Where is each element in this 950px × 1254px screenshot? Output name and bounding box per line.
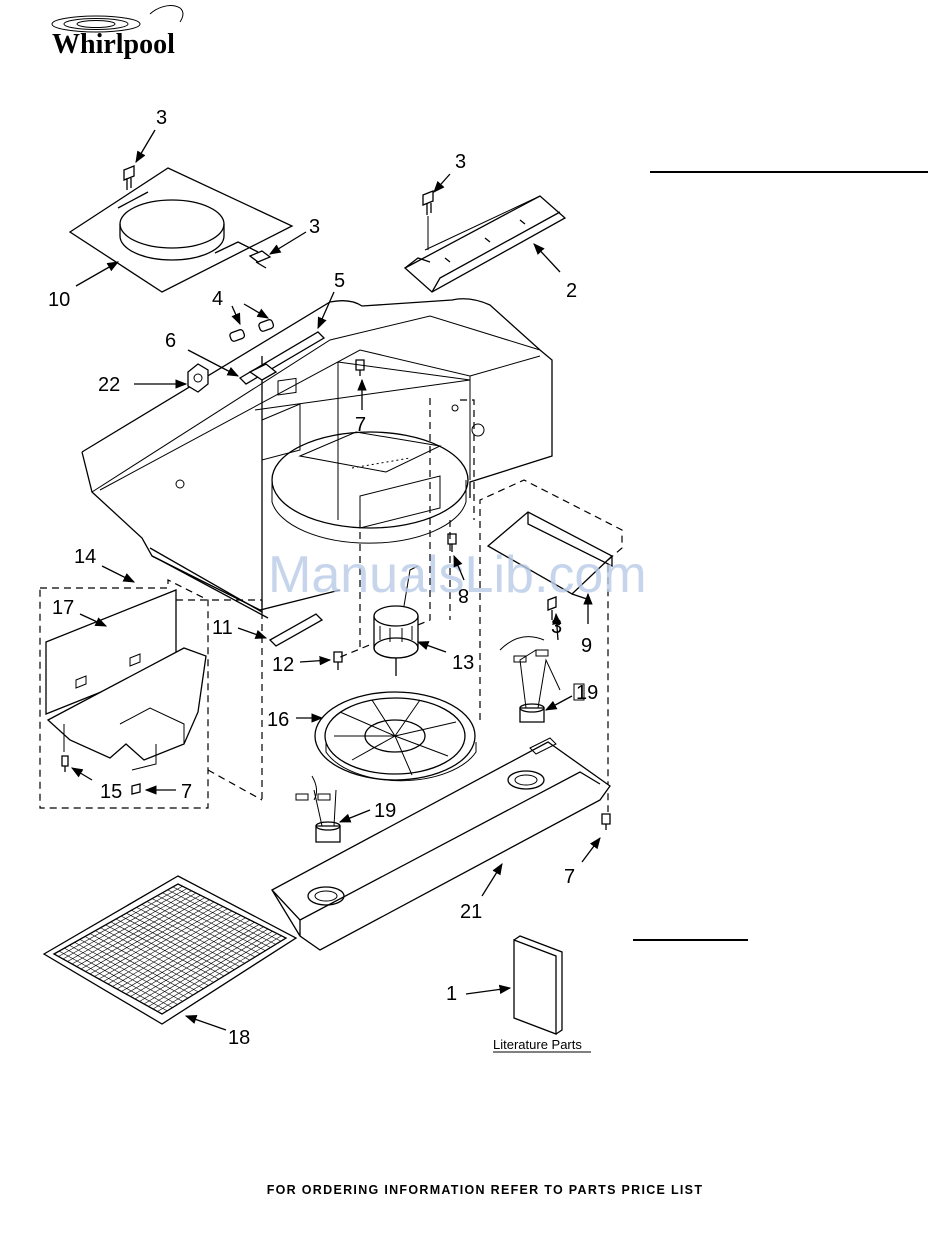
- callout-7: 7: [355, 414, 366, 436]
- callout-8: 8: [458, 584, 469, 606]
- part-19-light-socket: [296, 776, 340, 842]
- part-1-literature-booklet: [514, 936, 562, 1034]
- screw-icon: [334, 652, 342, 670]
- callout-7: 7: [181, 781, 192, 803]
- screw-icon: [356, 360, 364, 376]
- callout-17: 17: [52, 597, 74, 619]
- callout-3: 3: [551, 616, 562, 638]
- callout-19: 19: [576, 682, 598, 704]
- callout-11: 11: [212, 617, 233, 639]
- callout-1: 1: [446, 983, 457, 1005]
- part-10-top-plate: [70, 168, 292, 292]
- callout-18: 18: [228, 1027, 250, 1049]
- screw-icon: [132, 784, 140, 794]
- callout-16: 16: [267, 709, 289, 731]
- screw-icon: [124, 166, 134, 190]
- screw-icon: [250, 251, 270, 268]
- callout-2: 2: [566, 280, 577, 302]
- logo-wordmark: Whirlpool: [52, 29, 175, 60]
- callout-12: 12: [272, 654, 294, 676]
- callout-3: 3: [309, 216, 320, 238]
- callout-5: 5: [334, 270, 345, 292]
- part-22-grommet: [188, 364, 208, 392]
- part-19-light-socket: [500, 637, 584, 722]
- callout-13: 13: [452, 652, 474, 674]
- callout-22: 22: [98, 374, 120, 396]
- literature-parts-label: Literature Parts: [493, 1037, 582, 1052]
- part-18-grease-filter: [44, 876, 296, 1024]
- callout-10: 10: [48, 289, 70, 311]
- callout-15: 15: [100, 781, 122, 803]
- callout-3: 3: [156, 107, 167, 129]
- part-16-blower-wheel: [315, 692, 476, 781]
- callout-14: 14: [74, 546, 96, 568]
- part-11-trim-bracket: [270, 614, 322, 646]
- part-2-bracket: [405, 196, 565, 292]
- callout-21: 21: [460, 901, 482, 923]
- part-4-clip: [229, 319, 274, 342]
- callout-19: 19: [374, 800, 396, 822]
- screw-icon: [602, 814, 610, 830]
- watermark-text: ManualsLib.com: [268, 546, 647, 604]
- callout-7: 7: [564, 866, 575, 888]
- callout-6: 6: [165, 330, 176, 352]
- ordering-info-footer: FOR ORDERING INFORMATION REFER TO PARTS …: [0, 1183, 950, 1197]
- callout-3: 3: [455, 151, 466, 173]
- whirlpool-logo: Whirlpool: [52, 6, 183, 60]
- screw-icon: [62, 756, 68, 772]
- screw-icon: [423, 191, 433, 250]
- callout-4: 4: [212, 288, 223, 310]
- callout-9: 9: [581, 635, 592, 657]
